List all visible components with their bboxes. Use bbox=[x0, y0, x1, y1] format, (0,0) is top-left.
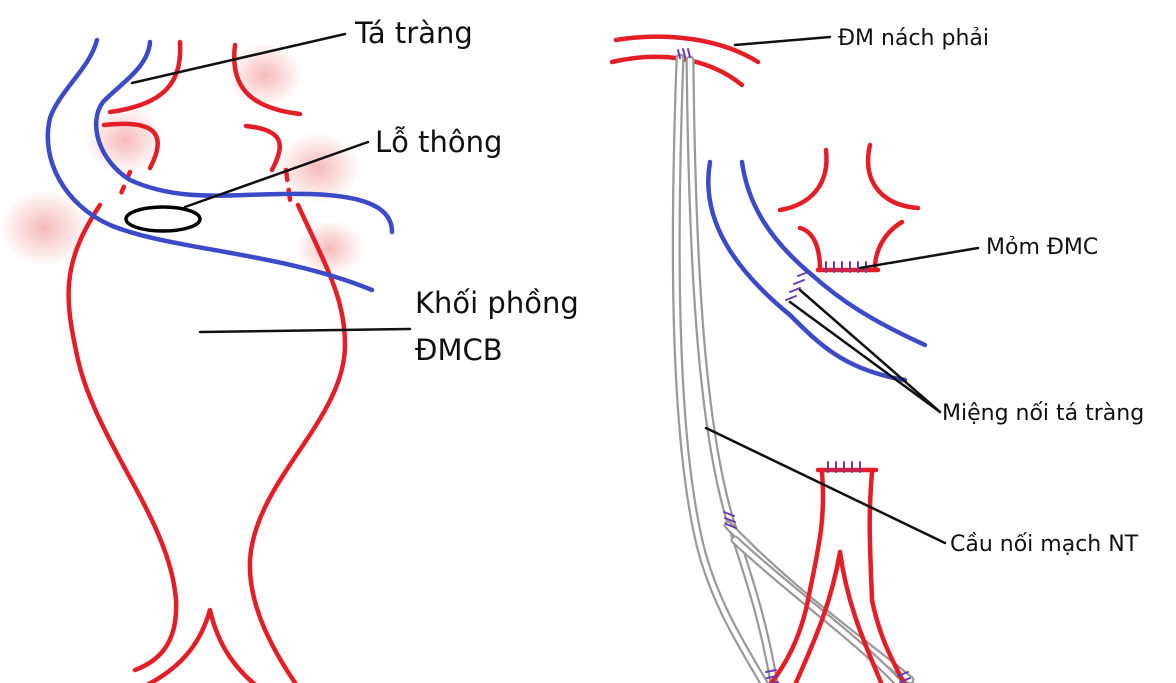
leader-mieng-noi-1 bbox=[800, 290, 940, 412]
inflammation-glow bbox=[0, 43, 364, 276]
label-lo-thong: Lỗ thông bbox=[375, 125, 502, 159]
label-khoi-phong-line1: Khối phồng bbox=[415, 286, 579, 320]
leader-cau-noi bbox=[706, 428, 945, 543]
label-mom-dmc: Mỏm ĐMC bbox=[986, 235, 1098, 260]
fistula-opening bbox=[126, 207, 200, 231]
suture-duodenal bbox=[786, 272, 808, 300]
aortic-stump bbox=[780, 145, 918, 270]
leader-khoi-phong bbox=[200, 329, 410, 332]
label-cau-noi-mach-nt: Cầu nối mạch NT bbox=[950, 532, 1139, 557]
extra-anatomic-graft bbox=[676, 58, 910, 683]
label-dm-nach-phai: ĐM nách phải bbox=[838, 26, 989, 51]
leader-mieng-noi-2 bbox=[790, 302, 940, 412]
label-khoi-phong-line2: ĐMCB bbox=[415, 333, 503, 367]
label-ta-trang: Tá tràng bbox=[354, 16, 473, 50]
right-panel-postop: ĐM nách phải Mỏm ĐMC Miệng nối tá tràng … bbox=[612, 26, 1144, 683]
label-mieng-noi-ta-trang: Miệng nối tá tràng bbox=[942, 401, 1144, 426]
leader-dm-nach-phai bbox=[735, 37, 830, 45]
left-panel-preop: Tá tràng Lỗ thông Khối phồng ĐMCB bbox=[0, 16, 579, 683]
distal-aorta bbox=[770, 470, 905, 683]
aortic-aneurysm bbox=[69, 205, 345, 683]
